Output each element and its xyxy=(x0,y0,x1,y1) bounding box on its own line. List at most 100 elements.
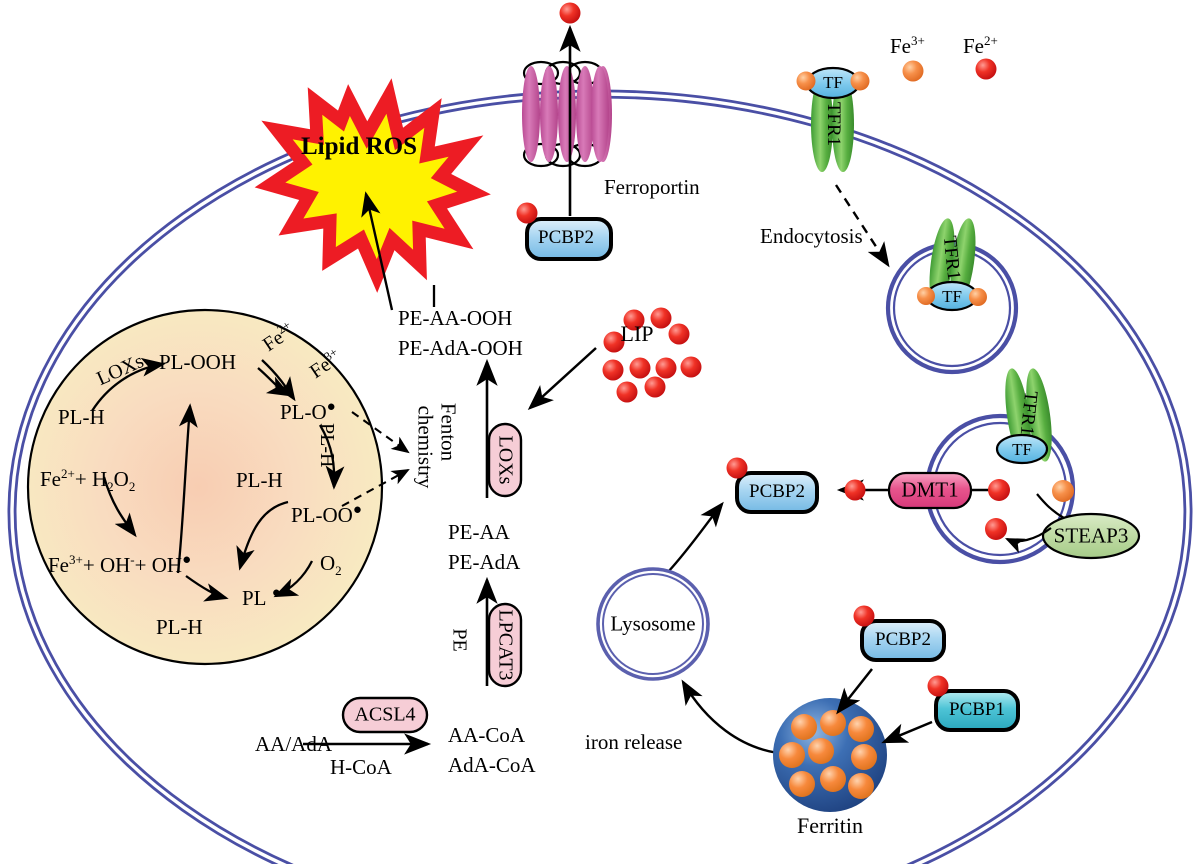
fenton-label-line2: chemistry xyxy=(413,405,438,489)
fe3-free-dot xyxy=(902,60,924,82)
tfr1-surface-label: TFR1 xyxy=(823,101,844,147)
fenton-plh-middle-label: PL-H xyxy=(236,468,283,492)
arrow-iron-release xyxy=(681,679,791,756)
pl-text: PL xyxy=(242,586,267,610)
fenton-fe3-symbol: Fe xyxy=(48,553,69,577)
ferritin-shape xyxy=(773,698,887,812)
arrow-pcbp2-to-ferritin xyxy=(836,668,873,715)
pcbp2-ferroportin-shape xyxy=(516,202,613,261)
fe2-free-dot xyxy=(975,58,997,80)
tfr1-endosome-upper-label: TFR1 xyxy=(938,234,965,282)
fenton-o2-label: O2 xyxy=(320,551,342,579)
pcbp2-lip-label: PCBP2 xyxy=(749,481,805,502)
fenton-oh-minus: - xyxy=(130,552,135,567)
fenton-reactant-label: Fe2++ H2O2 xyxy=(40,466,135,495)
fenton-product-label: Fe3++ OH-+ OH● xyxy=(48,552,191,578)
fenton-dashed-arrows xyxy=(341,411,410,507)
tf-endosome-upper-label: TF xyxy=(942,287,962,306)
h-coa-label: H-CoA xyxy=(330,755,392,779)
radical-dot-ploo: ● xyxy=(352,502,362,518)
tf-endosome-lower-label: TF xyxy=(1012,440,1032,459)
pcbp2-ferritin-shape xyxy=(853,605,946,662)
steap3-label: STEAP3 xyxy=(1053,523,1129,548)
fenton-plh-bottom-label: PL-H xyxy=(156,615,203,639)
endosome-fe3-dot xyxy=(1052,480,1074,502)
arrow-pcbp1-to-ferritin xyxy=(881,720,933,744)
fenton-plooh-label: PL-OOH xyxy=(159,350,236,374)
fenton-fe2-sup: 2+ xyxy=(61,466,75,481)
aa-coa-label: AA-CoA xyxy=(448,723,525,747)
fenton-plus-oh-rad: + OH xyxy=(134,553,183,577)
fenton-pl-radical-label: PL ● xyxy=(242,585,281,611)
acsl4-capsule xyxy=(341,696,429,734)
lipid-ros-starburst xyxy=(254,78,491,293)
pe-aa-label: PE-AA xyxy=(448,520,510,544)
ferroportin-channel xyxy=(522,60,612,168)
fenton-plus-h: + H xyxy=(74,467,108,491)
tfr1-endosome-lower-shape xyxy=(995,368,1052,465)
fenton-fe3-sup: 3+ xyxy=(69,552,83,567)
ferritin-label: Ferritin xyxy=(797,813,863,838)
o2-sub: 2 xyxy=(335,563,342,579)
pe-label: PE xyxy=(448,628,471,652)
radical-dot-oh: ● xyxy=(182,552,192,568)
lip-label: LIP xyxy=(620,321,654,346)
tfr1-endosome-upper-shape xyxy=(917,218,987,312)
loxs-capsule-label: LOXs xyxy=(494,435,517,485)
arrow-lip-to-loxs xyxy=(527,347,597,411)
fenton-plus-oh: + OH xyxy=(82,553,131,577)
endocytosis-label: Endocytosis xyxy=(760,224,863,248)
fe3-charge: 3+ xyxy=(911,33,925,48)
pcbp1-ferritin-shape xyxy=(927,675,1020,732)
arrow-to-lipid-ros xyxy=(361,191,394,311)
tfr1-surface-shape xyxy=(796,66,870,172)
pl-oo-text: PL-OO xyxy=(291,503,353,527)
lpcat3-capsule-label: LPCAT3 xyxy=(494,609,517,681)
lpcat3-capsule xyxy=(487,602,523,688)
loxs-capsule xyxy=(487,422,523,498)
fenton-h-sub: 2 xyxy=(107,479,114,495)
fenton-plh-right-label: PL-H xyxy=(316,423,338,468)
pe-ada-label: PE-AdA xyxy=(448,550,521,574)
fe3-free-label: Fe3+ xyxy=(890,33,925,59)
fenton-pl-oo-radical-label: PL-OO● xyxy=(291,502,362,528)
pcbp2-lip-shape xyxy=(726,457,819,514)
fenton-o: O xyxy=(113,467,129,491)
tf-surface-label: TF xyxy=(823,73,843,92)
iron-release-label: iron release xyxy=(585,730,683,754)
tfr1-endosome-lower-label: TFR1 xyxy=(1015,389,1042,437)
radical-dot-plo: ● xyxy=(326,399,336,415)
lysosome-shape xyxy=(596,567,710,681)
o2-symbol: O xyxy=(320,551,336,575)
steap3-shape xyxy=(1004,493,1141,560)
fenton-label-line1: Fenton xyxy=(436,402,461,462)
acsl4-capsule-label: ACSL4 xyxy=(354,703,416,726)
pe-ada-ooh-label: PE-AdA-OOH xyxy=(398,336,523,360)
radical-dot-pl: ● xyxy=(271,585,281,601)
arrow-lysosome-to-pcbp2 xyxy=(667,501,724,573)
fenton-fe2-symbol: Fe xyxy=(40,467,61,491)
dmt1-label: DMT1 xyxy=(901,477,959,502)
fe2-charge: 2+ xyxy=(984,33,998,48)
pcbp2-ferroportin-label: PCBP2 xyxy=(538,227,594,248)
pcbp1-ferritin-label: PCBP1 xyxy=(949,699,1005,720)
lysosome-label: Lysosome xyxy=(610,611,696,636)
ferroportin-label: Ferroportin xyxy=(604,175,700,199)
lipid-ros-label: Lipid ROS xyxy=(301,133,418,160)
pl-o-text: PL-O xyxy=(280,400,327,424)
endosome-fe2-dot-a xyxy=(988,479,1010,501)
fenton-plh-left-label: PL-H xyxy=(58,405,105,429)
labile-iron-pool-cluster xyxy=(602,307,702,403)
fe2-free-label: Fe2+ xyxy=(963,33,998,59)
endosome-fe2-dot-b xyxy=(985,518,1007,540)
pe-aa-ooh-label: PE-AA-OOH xyxy=(398,306,513,330)
fenton-pl-o-radical-label: PL-O● xyxy=(280,399,336,425)
fenton-cycle-arrows xyxy=(91,357,345,602)
aa-ada-label: AA/AdA xyxy=(255,732,332,756)
pcbp2-ferritin-label: PCBP2 xyxy=(875,629,931,650)
fe3-symbol: Fe xyxy=(890,34,911,58)
fe2-symbol: Fe xyxy=(963,34,984,58)
fe2-exported-dot xyxy=(559,2,581,24)
dmt1-shape xyxy=(836,471,1004,510)
